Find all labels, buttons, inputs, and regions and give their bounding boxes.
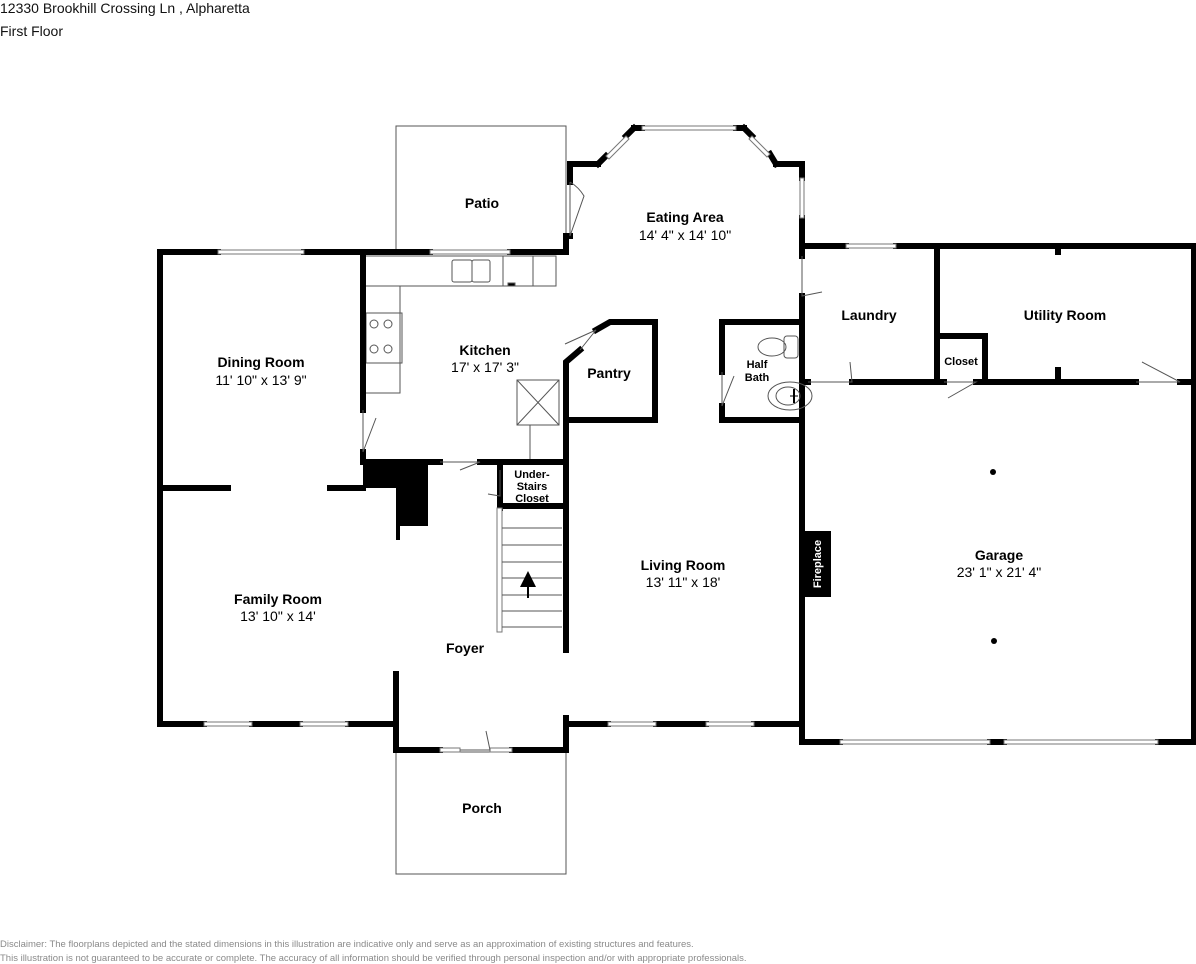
walls bbox=[157, 123, 1196, 753]
room-living-room-dimensions: 13' 11" x 18' bbox=[646, 574, 721, 590]
room-garage-label: Garage bbox=[975, 547, 1023, 563]
room-foyer-label: Foyer bbox=[446, 640, 485, 656]
room-laundry-label: Laundry bbox=[841, 307, 896, 323]
room-half-bath-label-line2: Bath bbox=[745, 372, 770, 384]
disclaimer-line-1: Disclaimer: The floorplans depicted and … bbox=[0, 939, 694, 950]
room-eating-area-dimensions: 14' 4" x 14' 10" bbox=[639, 227, 731, 243]
room-under-stairs-closet-label-line3: Closet bbox=[515, 493, 549, 505]
windows bbox=[203, 125, 1159, 753]
disclaimer-line-2: This illustration is not guaranteed to b… bbox=[0, 953, 747, 964]
room-utility-room-label: Utility Room bbox=[1024, 307, 1106, 323]
staircase[interactable] bbox=[502, 527, 562, 628]
stair-up-arrow-icon bbox=[520, 571, 536, 598]
room-garage-dimensions: 23' 1" x 21' 4" bbox=[957, 564, 1042, 580]
room-porch-label: Porch bbox=[462, 800, 502, 816]
doors[interactable] bbox=[362, 181, 1181, 751]
room-eating-area-label: Eating Area bbox=[646, 209, 723, 225]
fireplace-label: Fireplace bbox=[812, 540, 824, 588]
garage-light-icon bbox=[990, 469, 996, 475]
kitchen-counters bbox=[365, 255, 560, 462]
room-pantry-label: Pantry bbox=[587, 365, 631, 381]
fireplace: Fireplace bbox=[803, 531, 831, 597]
room-closet-label: Closet bbox=[944, 356, 978, 368]
room-living-room-label: Living Room bbox=[641, 557, 726, 573]
room-family-room-label: Family Room bbox=[234, 591, 322, 607]
room-half-bath-label-line1: Half bbox=[747, 359, 768, 371]
structural-column bbox=[363, 462, 428, 540]
floor-label: First Floor bbox=[0, 23, 63, 39]
room-patio-label: Patio bbox=[465, 195, 499, 211]
room-under-stairs-closet-label-line1: Under- bbox=[514, 469, 550, 481]
room-dining-room-dimensions: 11' 10" x 13' 9" bbox=[215, 372, 306, 388]
room-kitchen-dimensions: 17' x 17' 3" bbox=[451, 359, 519, 375]
sink-icon bbox=[767, 381, 813, 411]
room-under-stairs-closet-label-line2: Stairs bbox=[517, 481, 548, 493]
property-address: 12330 Brookhill Crossing Ln , Alpharetta bbox=[0, 0, 250, 16]
garage-light-icon bbox=[991, 638, 997, 644]
room-family-room-dimensions: 13' 10" x 14' bbox=[240, 608, 316, 624]
room-kitchen-label: Kitchen bbox=[459, 342, 510, 358]
toilet-icon bbox=[757, 335, 799, 359]
room-dining-room-label: Dining Room bbox=[217, 354, 304, 370]
